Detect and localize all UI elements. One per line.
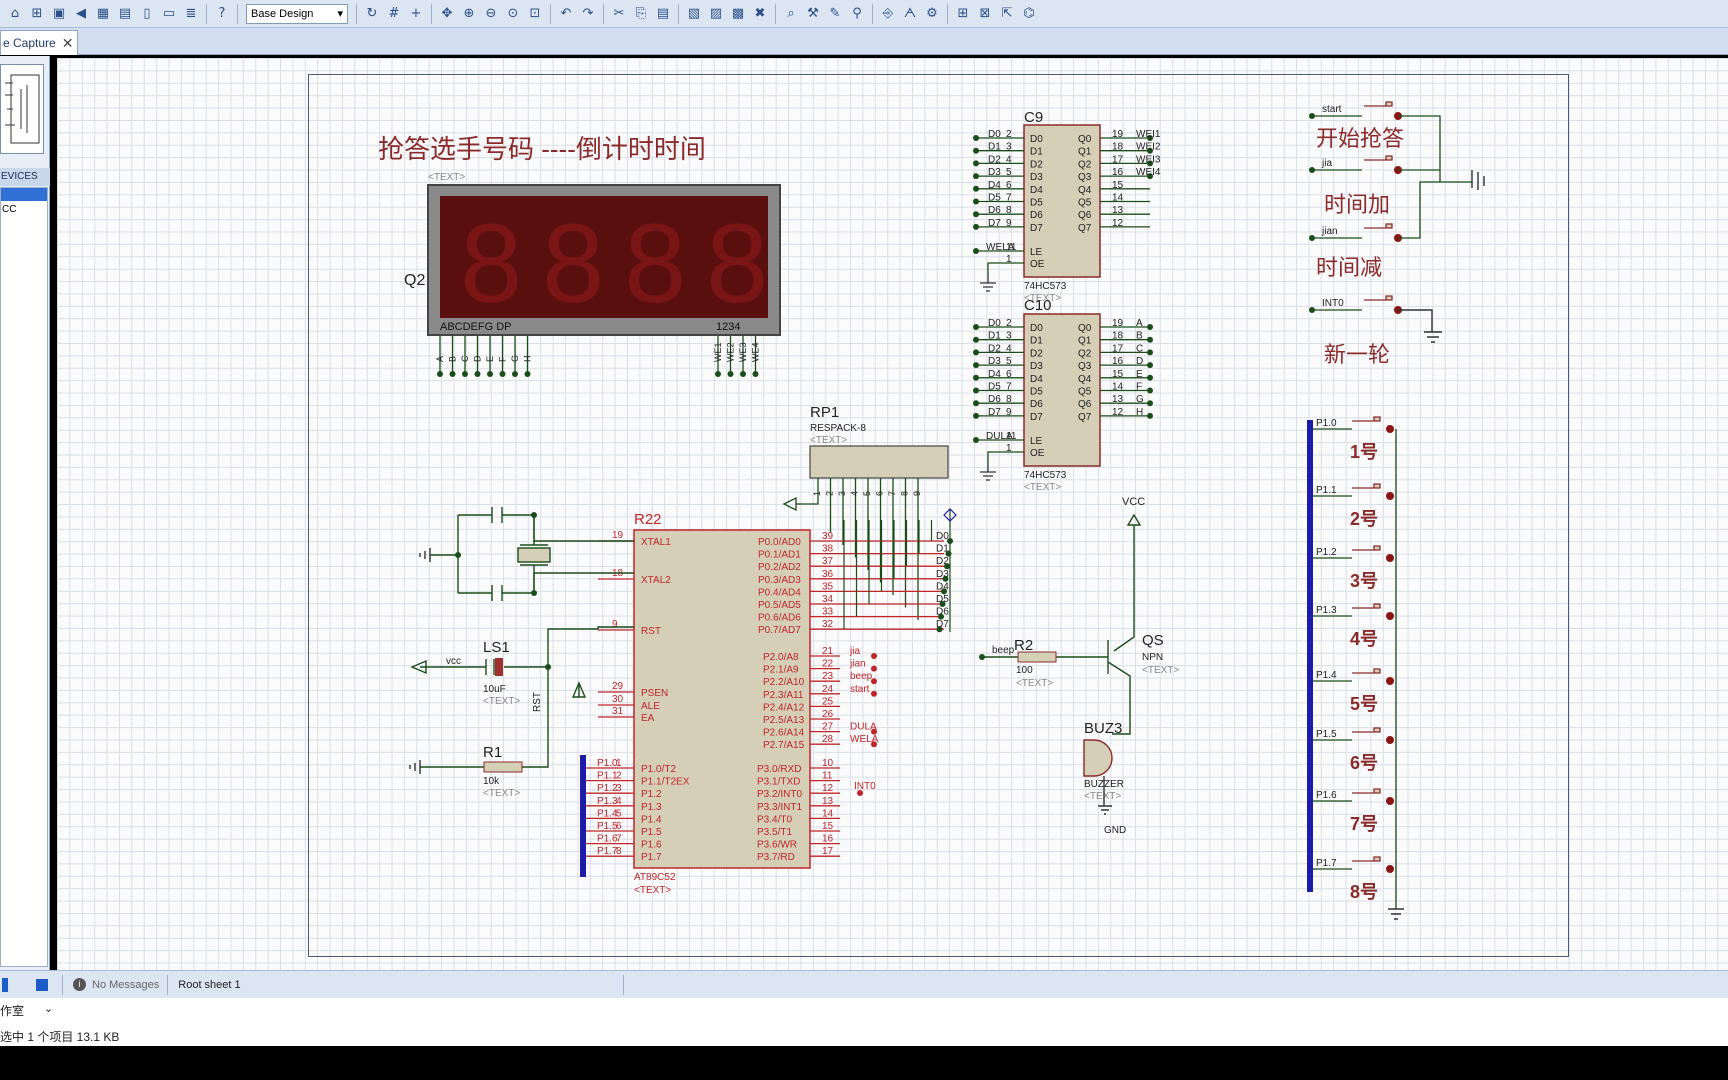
search-tag-icon[interactable]: ᗅ xyxy=(903,6,917,21)
pick-device-icon[interactable]: ⌕ xyxy=(787,6,795,21)
sheet-status: Root sheet 1 xyxy=(178,978,241,991)
design-variant-select[interactable]: Base Design ▾ xyxy=(246,3,348,24)
pan-icon[interactable]: ✥ xyxy=(441,6,453,21)
stop-icon[interactable] xyxy=(36,978,48,991)
black-bar xyxy=(0,1046,1728,1080)
decompose-icon[interactable]: ⚲ xyxy=(852,6,862,21)
exit-parent-icon[interactable]: ⇱ xyxy=(1001,6,1013,21)
origin-icon[interactable]: + xyxy=(410,6,422,21)
make-device-icon[interactable]: ⚒ xyxy=(807,6,819,21)
paste-icon[interactable]: ▤ xyxy=(656,6,670,21)
redo-icon[interactable]: ↷ xyxy=(582,6,594,21)
info-icon: i xyxy=(73,978,86,991)
zoom-area-icon[interactable]: ⊡ xyxy=(529,6,541,21)
back-icon[interactable]: ◀ xyxy=(76,6,86,21)
block-delete-icon[interactable]: ✖ xyxy=(754,6,766,21)
messages-status[interactable]: No Messages xyxy=(92,978,160,991)
property-tool-icon[interactable]: ⚙ xyxy=(926,6,938,21)
document-icon[interactable]: ▯ xyxy=(143,6,151,21)
tab-label: e Capture xyxy=(3,36,56,50)
devices-header: EVICES xyxy=(0,168,50,186)
pause-icon[interactable] xyxy=(2,977,8,992)
help-icon[interactable]: ? xyxy=(218,6,226,21)
device-item-vcc[interactable]: CC xyxy=(2,204,17,215)
grid-toggle-icon[interactable]: # xyxy=(388,6,400,21)
chip-icon[interactable]: ▣ xyxy=(52,6,66,21)
component-icon[interactable]: ⊞ xyxy=(31,6,43,21)
notes-icon[interactable]: ≣ xyxy=(185,6,197,21)
folder-label[interactable]: 作室 xyxy=(0,1004,25,1018)
zoom-out-icon[interactable]: ⊖ xyxy=(485,6,497,21)
copy-icon[interactable]: ⎘ xyxy=(635,6,647,21)
main-toolbar: ⌂ ⊞ ▣ ◀ ▦ ▤ ▯ ▭ ≣ ? Base Design ▾ ↻ # + ✥… xyxy=(0,0,1728,28)
block-move-icon[interactable]: ▨ xyxy=(709,6,723,21)
grid-edit-icon[interactable]: ▦ xyxy=(96,6,110,21)
zoom-in-icon[interactable]: ⊕ xyxy=(463,6,475,21)
package-icon[interactable]: ✎ xyxy=(829,6,841,21)
refresh-icon[interactable]: ↻ xyxy=(366,6,378,21)
block-copy-icon[interactable]: ▧ xyxy=(687,6,701,21)
file-explorer-strip: 作室 ⌄ 选中 1 个项目 13.1 KB xyxy=(0,998,1728,1046)
chevron-down-icon: ▾ xyxy=(337,8,343,20)
netlist-icon[interactable]: ⌬ xyxy=(1023,6,1035,21)
remove-sheet-icon[interactable]: ⊠ xyxy=(979,6,991,21)
overview-preview[interactable] xyxy=(0,64,44,154)
home-icon[interactable]: ⌂ xyxy=(10,6,20,21)
close-icon[interactable]: ✕ xyxy=(61,34,74,51)
preview-icon xyxy=(5,74,40,144)
bom-icon[interactable]: ▭ xyxy=(162,6,176,21)
sheet-border xyxy=(308,74,1569,957)
left-panel: EVICES CC xyxy=(0,56,50,970)
selection-info: 选中 1 个项目 13.1 KB xyxy=(0,1030,120,1044)
block-rotate-icon[interactable]: ▩ xyxy=(731,6,745,21)
new-sheet-icon[interactable]: ⊞ xyxy=(957,6,969,21)
wire-autorouter-icon[interactable]: ⎆ xyxy=(882,6,894,21)
device-list-selection[interactable] xyxy=(1,188,47,201)
chevron-down-icon[interactable]: ⌄ xyxy=(44,1003,54,1015)
design-select-value: Base Design xyxy=(251,7,314,20)
board-icon[interactable]: ▤ xyxy=(118,6,132,21)
zoom-all-icon[interactable]: ⊙ xyxy=(507,6,519,21)
status-bar: i No Messages Root sheet 1 xyxy=(0,970,1728,998)
undo-icon[interactable]: ↶ xyxy=(560,6,572,21)
device-list[interactable]: CC xyxy=(0,187,48,967)
tab-schematic-capture[interactable]: e Capture ✕ xyxy=(0,30,78,55)
cut-icon[interactable]: ✂ xyxy=(613,6,625,21)
tab-bar: e Capture ✕ xyxy=(0,28,1728,55)
